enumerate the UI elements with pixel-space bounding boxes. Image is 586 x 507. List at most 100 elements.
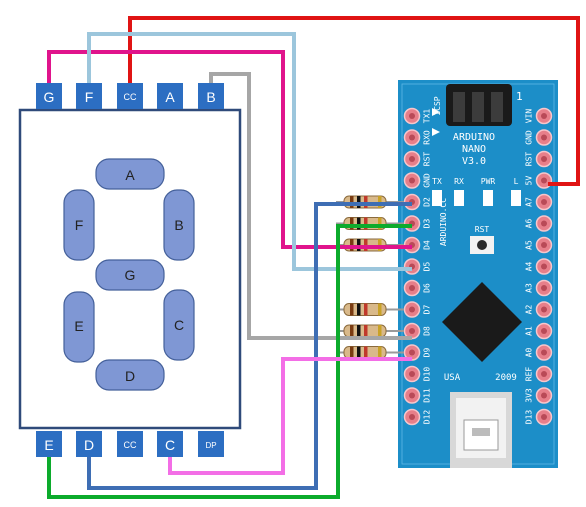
- wire-green-e-to-d3: [47, 224, 412, 499]
- board-version: V3.0: [462, 156, 486, 167]
- left-pin-d10-label: D10: [423, 367, 432, 382]
- right-pin-a7-label: A7: [525, 197, 534, 207]
- right-pin-a1: A1: [525, 322, 553, 340]
- top-pin-g: G: [36, 83, 62, 109]
- right-pin-a4: A4: [525, 258, 553, 275]
- reset-button-label: RST: [475, 225, 490, 234]
- right-pin-a6-label: A6: [525, 219, 534, 229]
- top-pin-cc-label: CC: [124, 92, 137, 102]
- bottom-pin-d-label: D: [84, 437, 94, 453]
- bottom-pin-dp: DP: [198, 431, 224, 457]
- led-rx: [454, 190, 464, 206]
- wire-lightblue-f-to-d5: [87, 32, 412, 271]
- top-pin-b-label: B: [206, 89, 215, 105]
- right-pin-a5-label: A5: [525, 240, 534, 250]
- bottom-pin-cc-label: CC: [124, 440, 137, 450]
- segment-f-label: F: [75, 217, 84, 233]
- segment-e: E: [63, 291, 95, 363]
- right-pin-rst-label: RST: [525, 152, 534, 167]
- left-pin-d12-label: D12: [423, 410, 432, 425]
- segment-a: A: [95, 158, 165, 190]
- right-pin-3v3-label: 3V3: [525, 388, 534, 403]
- right-pin-d13: D13: [525, 408, 553, 426]
- bottom-pin-dp-label: DP: [205, 441, 216, 450]
- right-pin-a4-label: A4: [525, 262, 534, 272]
- led-rx-label: RX: [454, 177, 464, 186]
- right-pin-a0: A0: [525, 344, 553, 361]
- left-pin-d7: D7: [403, 301, 432, 318]
- right-pin-gnd: GND: [525, 129, 553, 146]
- left-pin-d5-label: D5: [423, 262, 432, 272]
- right-pin-a0-label: A0: [525, 348, 534, 358]
- led-l-label: L: [514, 177, 519, 186]
- left-pin-d6: D6: [403, 279, 432, 297]
- top-pin-f: F: [76, 83, 102, 109]
- bottom-pin-e: E: [36, 431, 62, 457]
- wire-magenta-g-to-d4: [47, 50, 412, 249]
- right-pin-5v: 5V: [525, 172, 553, 189]
- wire-pink-c-to-d9: [168, 357, 412, 475]
- top-pin-cc: CC: [117, 83, 143, 109]
- right-pin-ref: REF: [525, 365, 553, 383]
- top-pin-a: A: [157, 83, 183, 109]
- right-pin-gnd-label: GND: [525, 130, 534, 145]
- right-pin-a7: A7: [525, 193, 553, 211]
- led-tx-label: TX: [432, 177, 442, 186]
- left-pin-rxo-label: RXO: [423, 130, 432, 145]
- left-pin-d9-label: D9: [423, 348, 432, 358]
- segment-g: G: [95, 259, 165, 291]
- led-tx: [432, 190, 442, 206]
- top-pin-g-label: G: [44, 89, 55, 105]
- bottom-pin-e-label: E: [44, 437, 53, 453]
- bottom-pin-d: D: [76, 431, 102, 457]
- segment-a-label: A: [125, 167, 135, 183]
- segment-d-label: D: [125, 368, 135, 384]
- board-title: ARDUINO: [453, 132, 495, 143]
- right-pin-a3: A3: [525, 279, 553, 297]
- left-pin-d4-label: D4: [423, 240, 432, 250]
- resistor-d9: [336, 346, 404, 359]
- resistor-d8: [336, 324, 404, 338]
- left-pin-tx1-label: TX1: [423, 109, 432, 124]
- left-pin-rst: RST: [403, 150, 432, 168]
- right-pin-a2-label: A2: [525, 305, 534, 315]
- left-pin-d11: D11: [403, 387, 432, 404]
- right-pin-a6: A6: [525, 215, 553, 232]
- usb-connector: [450, 392, 512, 468]
- icsp-label: ICSP: [433, 96, 442, 115]
- right-pin-a5: A5: [525, 236, 553, 254]
- left-pin-d6-label: D6: [423, 283, 432, 293]
- segment-c: C: [163, 289, 195, 361]
- arduino-nano-board: ICSP 1 ARDUINO NANO V3.0 TX RX PWR L ARD…: [398, 80, 558, 468]
- left-pin-d12: D12: [403, 408, 432, 426]
- top-pin-a-label: A: [165, 89, 175, 105]
- left-pin-gnd-label: GND: [423, 173, 432, 188]
- board-usa: USA: [444, 373, 461, 383]
- segment-b-label: B: [174, 217, 183, 233]
- segment-c-label: C: [174, 317, 184, 333]
- wire-grey-b-to-d8: [209, 72, 412, 340]
- segment-e-label: E: [74, 318, 83, 334]
- segment-b: B: [163, 189, 195, 261]
- right-pin-5v-label: 5V: [525, 176, 534, 186]
- wire-red-cc-to-5v: [128, 16, 580, 186]
- segment-f: F: [63, 189, 95, 261]
- board-model: NANO: [462, 144, 486, 155]
- right-pin-a3-label: A3: [525, 283, 534, 293]
- resistor-d7: [336, 303, 404, 316]
- wires: [47, 16, 580, 499]
- led-pwr: [483, 190, 493, 206]
- reset-button[interactable]: RST: [470, 225, 494, 254]
- right-pin-vin: VIN: [525, 107, 553, 125]
- segment-g-label: G: [125, 267, 136, 283]
- bottom-pin-c-label: C: [165, 437, 175, 453]
- left-pin-d7-label: D7: [423, 305, 432, 315]
- icsp-pin1-label: 1: [516, 90, 523, 103]
- left-pin-rxo: RXO: [403, 129, 432, 146]
- right-pin-rst: RST: [525, 150, 553, 168]
- left-pin-d10: D10: [403, 365, 432, 383]
- left-pin-rst-label: RST: [423, 152, 432, 167]
